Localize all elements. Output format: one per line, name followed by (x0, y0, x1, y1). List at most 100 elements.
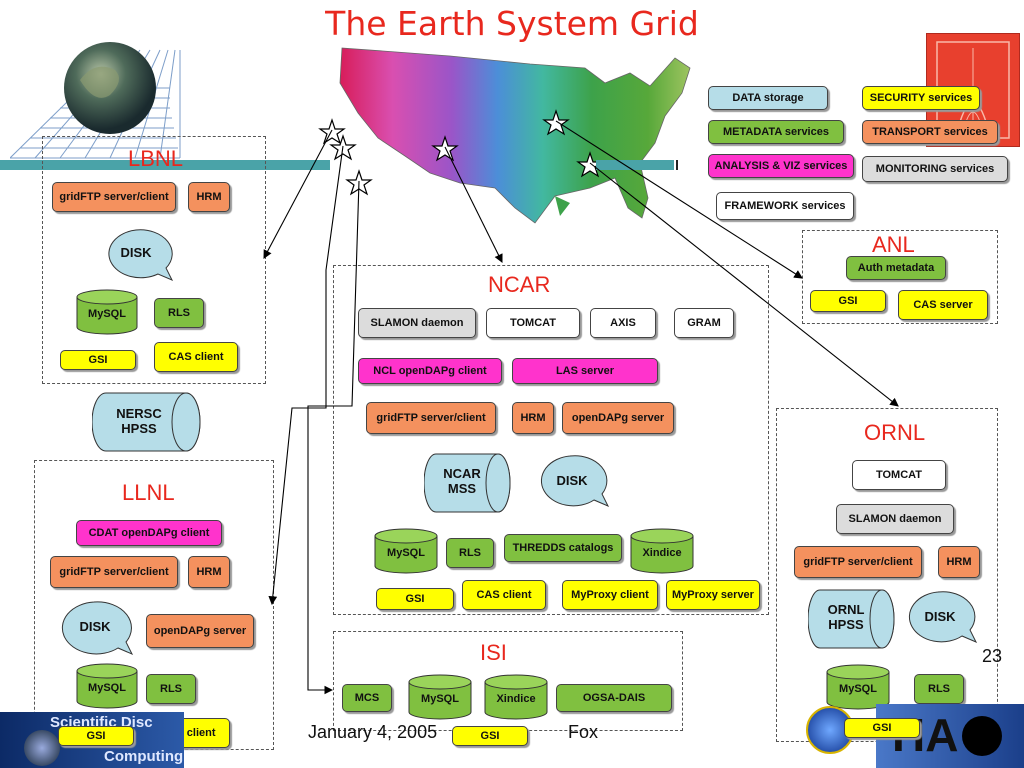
ncar-ncl: NCL openDAPg client (358, 358, 502, 384)
ornl-hpss-label: ORNL HPSS (814, 600, 878, 636)
lbnl-cas-client: CAS client (154, 342, 238, 372)
legend-framework: FRAMEWORK services (716, 192, 854, 220)
lbnl-mysql-label: MySQL (88, 308, 126, 320)
legend-monitoring: MONITORING services (862, 156, 1008, 182)
site-label-isi: ISI (480, 640, 507, 665)
ornl-tomcat: TOMCAT (852, 460, 946, 490)
ncar-xindice-label: Xindice (642, 547, 682, 559)
globe-grid-icon (10, 42, 181, 159)
ncar-disk-label: DISK (556, 472, 588, 488)
site-label-ncar: NCAR (488, 272, 551, 297)
ornl-hpss-cylinder (808, 589, 895, 649)
llnl-gridftp: gridFTP server/client (50, 556, 178, 588)
banner-bar-mid (596, 160, 674, 170)
nersc-line1: NERSC (116, 406, 162, 422)
nersc-line2: HPSS (121, 421, 157, 436)
ncar-cas-client: CAS client (462, 580, 546, 610)
lbnl-disk-bubble (108, 229, 174, 281)
ncar-mss-cylinder (424, 453, 511, 513)
ncar-mysql-cylinder (374, 528, 438, 574)
site-label-lbnl: LBNL (128, 146, 184, 171)
ornl-rls: RLS (914, 674, 964, 704)
ncar-mysql-label: MySQL (387, 547, 425, 559)
page-number: 23 (982, 646, 1003, 666)
ornl-hpss-line1: ORNL (827, 602, 865, 618)
lbnl-rls: RLS (154, 298, 204, 328)
lbnl-hrm: HRM (188, 182, 230, 212)
footer-date: January 4, 2005 (308, 722, 438, 742)
ncar-opendap: openDAPg server (562, 402, 674, 434)
anl-gsi: GSI (810, 290, 886, 312)
isi-mcs: MCS (342, 684, 392, 712)
isi-ogsa-dais: OGSA-DAIS (556, 684, 672, 712)
ornl-gsi: GSI (844, 718, 920, 738)
ncar-gsi: GSI (376, 588, 454, 610)
banner-bar-left (0, 160, 330, 170)
site-label-llnl: LLNL (122, 480, 175, 505)
arrow-to-lbnl (263, 129, 333, 259)
lbnl-disk-label: DISK (120, 244, 152, 260)
nersc-hpss-cylinder (92, 392, 201, 452)
us-map-image (339, 47, 691, 224)
llnl-disk-bubble (61, 601, 134, 655)
anl-auth-metadata: Auth metadata (846, 256, 946, 280)
ncar-las: LAS server (512, 358, 658, 384)
llnl-cdat: CDAT openDAPg client (76, 520, 222, 546)
ncar-gram: GRAM (674, 308, 734, 338)
page-title: The Earth System Grid (325, 4, 699, 43)
legend-security: SECURITY services (862, 86, 980, 110)
legend-analysis: ANALYSIS & VIZ services (708, 154, 854, 178)
ornl-disk-bubble (908, 591, 978, 643)
ncar-axis: AXIS (590, 308, 656, 338)
isi-mysql-cylinder (408, 674, 472, 720)
ornl-hrm: HRM (938, 546, 980, 578)
legend-data-storage: DATA storage (708, 86, 828, 110)
ornl-hpss-line2: HPSS (828, 617, 864, 632)
ornl-disk-label: DISK (924, 608, 956, 624)
site-lbnl (42, 136, 266, 384)
ncar-slamon: SLAMON daemon (358, 308, 476, 338)
ncar-hrm: HRM (512, 402, 554, 434)
scidac-logo: Scientific Disc Computing (0, 712, 184, 768)
llnl-rls: RLS (146, 674, 196, 704)
ncar-xindice-cylinder (630, 528, 694, 574)
legend-transport: TRANSPORT services (862, 120, 998, 144)
ornl-slamon: SLAMON daemon (836, 504, 954, 534)
ncar-rls: RLS (446, 538, 494, 568)
lbnl-mysql-cylinder (76, 289, 138, 335)
scidac-line2: Computing (104, 748, 184, 765)
llnl-disk-label: DISK (79, 618, 111, 634)
ornl-mysql-cylinder (826, 664, 890, 710)
footer-author: Fox (568, 722, 599, 742)
lbnl-gridftp: gridFTP server/client (52, 182, 176, 212)
llnl-hrm: HRM (188, 556, 230, 588)
atom-icon (24, 730, 60, 766)
llnl-gsi: GSI (58, 726, 134, 746)
ncar-gridftp: gridFTP server/client (366, 402, 496, 434)
llnl-opendap: openDAPg server (146, 614, 254, 648)
site-label-ornl: ORNL (864, 420, 926, 445)
legend-metadata: METADATA services (708, 120, 844, 144)
sun-disk-icon (962, 716, 1002, 756)
ncar-myproxy-server: MyProxy server (666, 580, 760, 610)
ncar-myproxy-client: MyProxy client (562, 580, 658, 610)
ncar-mss-line1: NCAR (443, 466, 481, 482)
ncar-thredds: THREDDS catalogs (504, 534, 622, 562)
isi-mysql-label: MySQL (421, 693, 459, 705)
ncar-mss-label: NCAR MSS (430, 464, 494, 500)
lbnl-gsi: GSI (60, 350, 136, 370)
banner-divider (676, 160, 678, 170)
anl-cas-server: CAS server (898, 290, 988, 320)
ornl-mysql-label: MySQL (839, 683, 877, 695)
ncar-tomcat: TOMCAT (486, 308, 580, 338)
ncar-mss-line2: MSS (447, 481, 477, 496)
footer-gsi: GSI (452, 726, 528, 746)
isi-xindice-label: Xindice (496, 693, 536, 705)
isi-xindice-cylinder (484, 674, 548, 720)
site-label-anl: ANL (872, 232, 915, 257)
llnl-mysql-cylinder (76, 663, 138, 709)
ornl-gridftp: gridFTP server/client (794, 546, 922, 578)
nersc-hpss-label: NERSC HPSS (102, 404, 176, 440)
ncar-disk-bubble (540, 455, 610, 507)
llnl-mysql-label: MySQL (88, 682, 126, 694)
